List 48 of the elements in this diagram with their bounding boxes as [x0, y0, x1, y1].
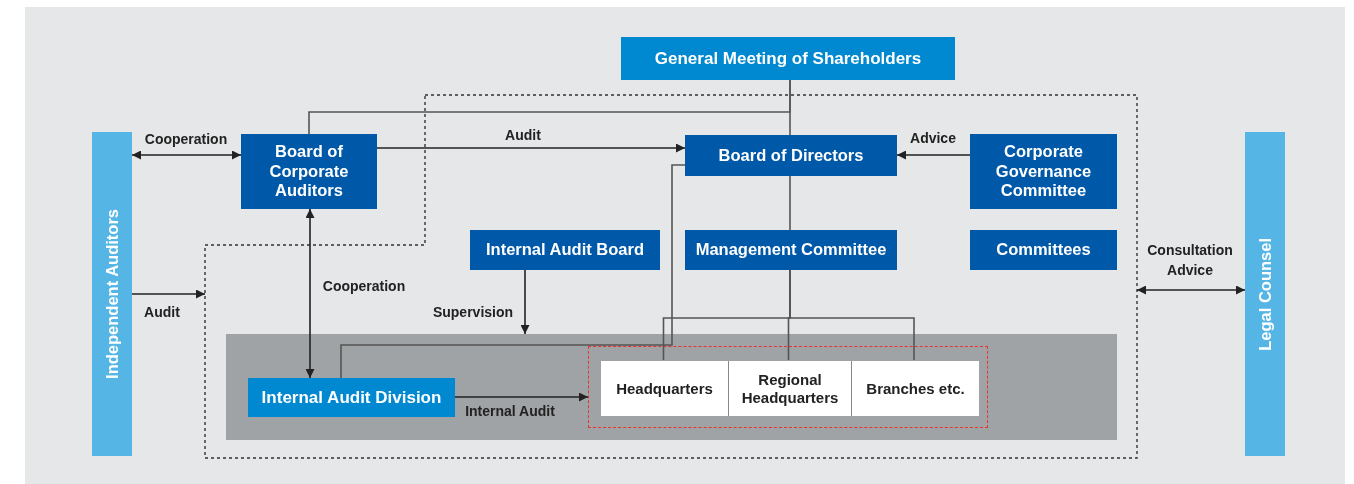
- arrow: [131, 150, 242, 160]
- arrow: [376, 143, 686, 153]
- board-box: [241, 134, 377, 209]
- board-box: [470, 230, 660, 270]
- office-box: [601, 361, 728, 416]
- arrow: [1136, 285, 1246, 295]
- node-label: Internal Audit Division: [261, 387, 442, 408]
- side-bar: [1245, 132, 1285, 456]
- node-label: Headquarters: [616, 379, 713, 398]
- arrow: [520, 269, 530, 335]
- division-box: [248, 378, 455, 417]
- node-label: Board of Directors: [718, 145, 864, 166]
- node-label: Management Committee: [695, 240, 887, 260]
- arrow: [131, 289, 206, 299]
- node-label: Regional Headquarters: [740, 371, 840, 406]
- connector-line: [789, 269, 915, 361]
- node-label: General Meeting of Shareholders: [654, 48, 922, 69]
- edge-label: Advice: [910, 129, 956, 149]
- edge-label: Cooperation: [144, 130, 228, 150]
- committee-box: [970, 230, 1117, 270]
- node-label: Internal Audit Board: [486, 240, 644, 260]
- arrow: [305, 208, 315, 379]
- dashed-group-box: [588, 346, 988, 428]
- edge-label: Consultation Advice: [1146, 241, 1234, 280]
- office-box: [728, 361, 851, 416]
- edge-label: Internal Audit: [465, 402, 555, 422]
- connector-line: [789, 79, 791, 136]
- connector-line: [340, 164, 686, 379]
- edge-label: Cooperation: [322, 277, 406, 297]
- meeting-box: [621, 37, 955, 80]
- side-bar: [92, 132, 132, 456]
- connector-line: [789, 175, 791, 231]
- office-box: [851, 361, 979, 416]
- edge-label: Supervision: [432, 303, 514, 323]
- committee-box: [970, 134, 1117, 209]
- arrow: [454, 392, 589, 402]
- committee-box: [685, 230, 897, 270]
- node-label: Legal Counsel: [1255, 237, 1275, 351]
- node-label: Board of Corporate Auditors: [268, 141, 350, 202]
- node-label: Corporate Governance Committee: [994, 141, 1093, 202]
- node-label: Branches etc.: [866, 379, 965, 398]
- board-box: [685, 135, 897, 176]
- arrow: [896, 150, 971, 160]
- edge-label: Audit: [144, 303, 180, 323]
- shaded-band: [226, 334, 1117, 440]
- node-label: Independent Auditors: [102, 209, 122, 379]
- edge-label: Audit: [505, 126, 541, 146]
- node-label: Committees: [996, 240, 1091, 260]
